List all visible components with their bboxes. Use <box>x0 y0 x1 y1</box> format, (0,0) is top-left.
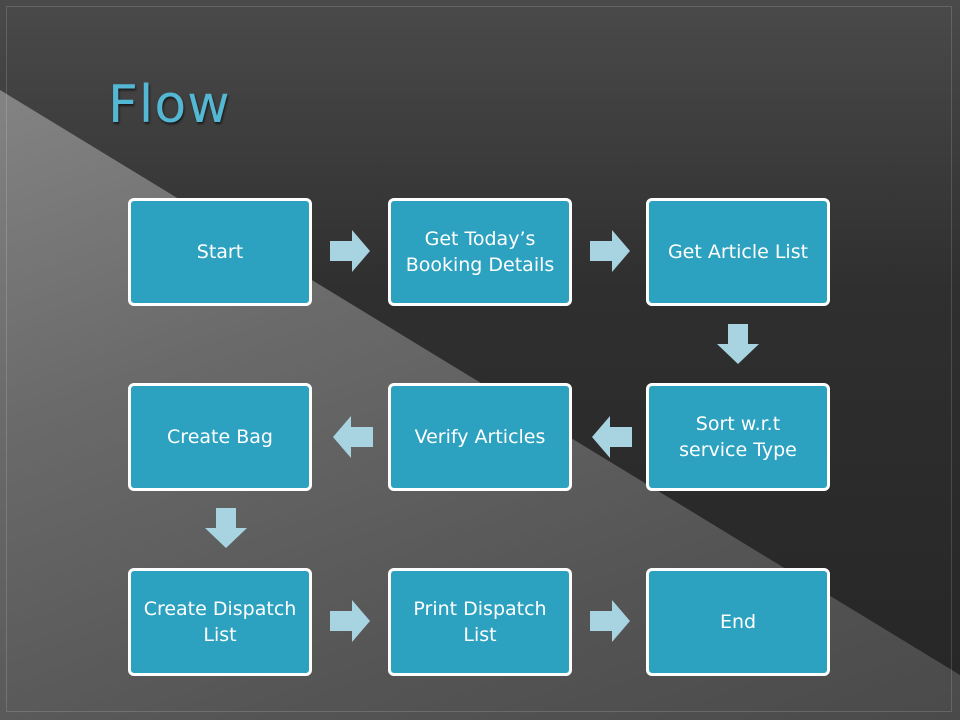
step-end: End <box>646 568 830 676</box>
arrow-down-icon <box>205 508 247 548</box>
arrow-right-icon <box>590 230 630 272</box>
slide-title: Flow <box>108 75 231 135</box>
arrow-down-icon <box>717 324 759 364</box>
step-start: Start <box>128 198 312 306</box>
step-create-bag: Create Bag <box>128 383 312 491</box>
arrow-right-icon <box>330 600 370 642</box>
arrow-right-icon <box>590 600 630 642</box>
step-verify-articles: Verify Articles <box>388 383 572 491</box>
step-sort-wrt-service-type: Sort w.r.t service Type <box>646 383 830 491</box>
arrow-left-icon <box>592 416 632 458</box>
step-get-article-list: Get Article List <box>646 198 830 306</box>
arrow-right-icon <box>330 230 370 272</box>
arrow-left-icon <box>333 416 373 458</box>
step-print-dispatch-list: Print Dispatch List <box>388 568 572 676</box>
step-create-dispatch-list: Create Dispatch List <box>128 568 312 676</box>
step-get-todays-booking-details: Get Today’s Booking Details <box>388 198 572 306</box>
